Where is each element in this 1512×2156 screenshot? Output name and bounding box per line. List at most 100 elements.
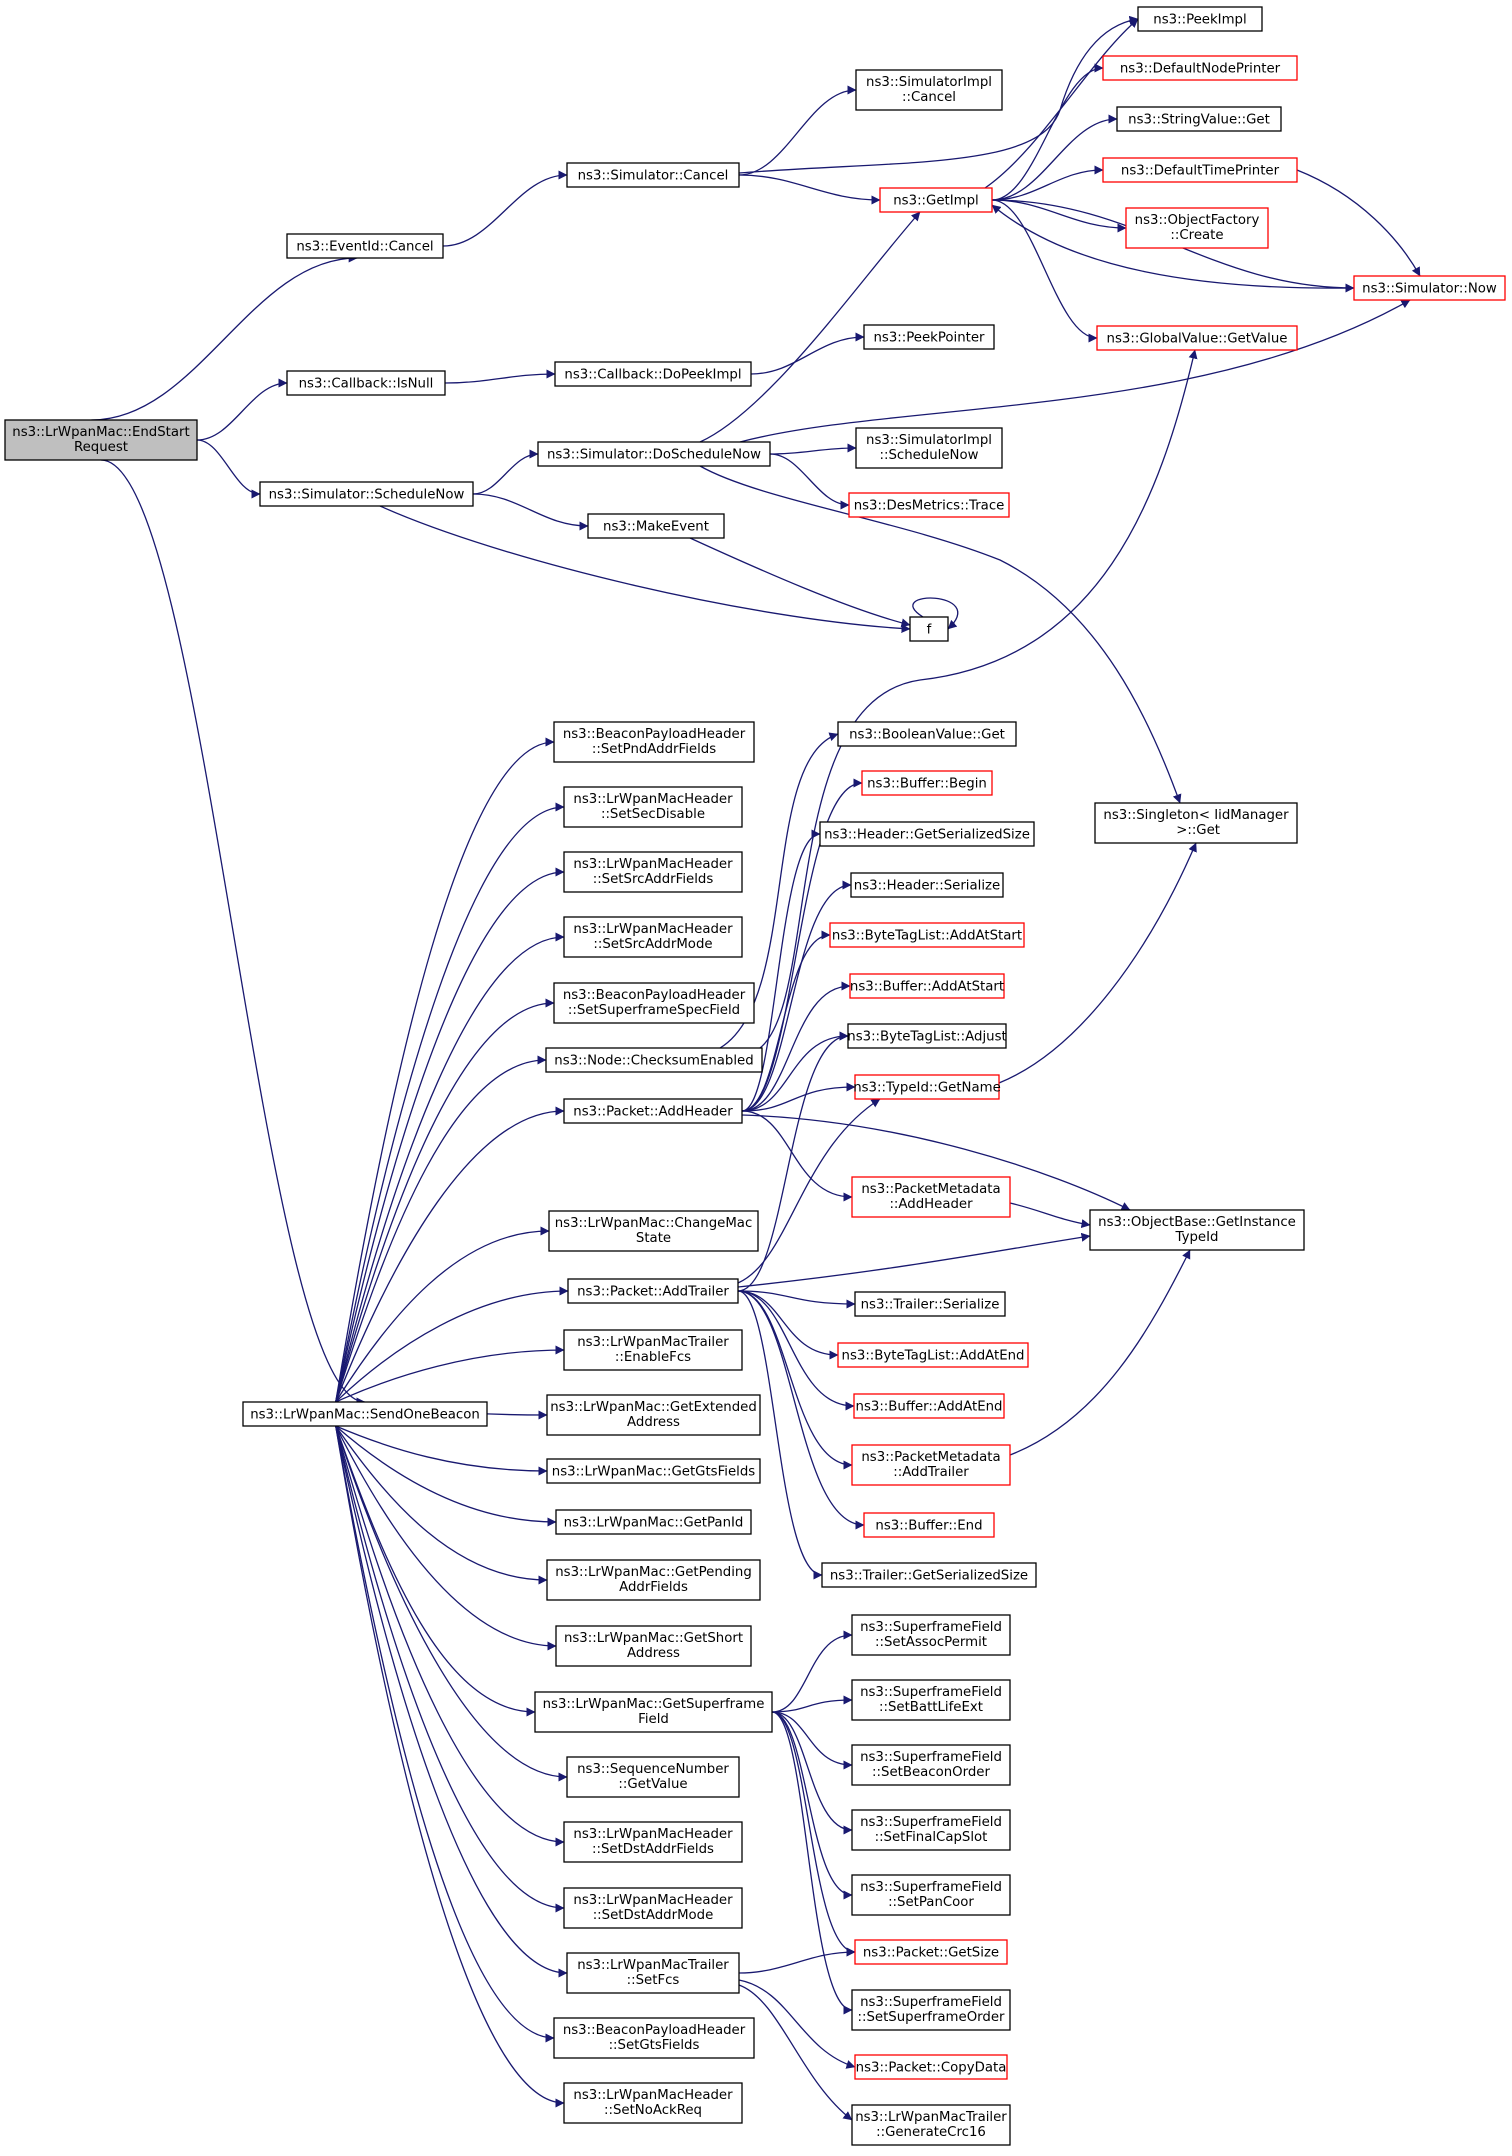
function-node-implcancel[interactable]: ns3::SimulatorImpl::Cancel <box>855 69 1003 111</box>
function-node-bufbegin[interactable]: ns3::Buffer::Begin <box>861 770 993 796</box>
function-node-bph_pnd[interactable]: ns3::BeaconPayloadHeader::SetPndAddrFiel… <box>553 721 755 763</box>
function-node-sf_finalcap[interactable]: ns3::SuperframeField::SetFinalCapSlot <box>851 1809 1011 1851</box>
function-node-bph_sfspec[interactable]: ns3::BeaconPayloadHeader::SetSuperframeS… <box>553 982 755 1024</box>
node-box <box>555 1509 752 1535</box>
function-node-sf_batt[interactable]: ns3::SuperframeField::SetBattLifeExt <box>851 1679 1011 1721</box>
node-box <box>851 1874 1011 1916</box>
node-label: ns3::DefaultNodePrinter <box>1120 62 1281 77</box>
function-node-cbdopeek[interactable]: ns3::Callback::DoPeekImpl <box>554 361 752 387</box>
function-node-hdrgetsize[interactable]: ns3::Header::GetSerializedSize <box>819 821 1035 847</box>
function-node-pktcopydata[interactable]: ns3::Packet::CopyData <box>854 2054 1008 2080</box>
function-node-nodechecksum[interactable]: ns3::Node::ChecksumEnabled <box>545 1047 763 1073</box>
node-box <box>546 1559 761 1601</box>
function-node-mh_secdis[interactable]: ns3::LrWpanMacHeader::SetSecDisable <box>563 786 743 828</box>
function-node-mt_setfcs[interactable]: ns3::LrWpanMacTrailer::SetFcs <box>566 1952 740 1994</box>
node-label: Field <box>638 1712 669 1727</box>
function-node-trgetsize[interactable]: ns3::Trailer::GetSerializedSize <box>821 1562 1037 1588</box>
function-node-sendonebeacon[interactable]: ns3::LrWpanMac::SendOneBeacon <box>242 1401 488 1427</box>
function-node-peekpointer[interactable]: ns3::PeekPointer <box>863 324 995 350</box>
node-label: ns3::LrWpanMac::ChangeMac <box>555 1216 753 1231</box>
function-node-bph_gts[interactable]: ns3::BeaconPayloadHeader::SetGtsFields <box>553 2017 755 2059</box>
function-node-enablefcs[interactable]: ns3::LrWpanMacTrailer::EnableFcs <box>563 1329 743 1371</box>
call-edge-getsuperframe-to-sf_batt <box>771 1695 853 1713</box>
function-node-btl_addstart[interactable]: ns3::ByteTagList::AddAtStart <box>829 922 1025 948</box>
function-node-pktgetsize[interactable]: ns3::Packet::GetSize <box>854 1939 1008 1965</box>
function-node-bufend[interactable]: ns3::Buffer::End <box>863 1512 995 1538</box>
node-label: ns3::SimulatorImpl <box>866 75 992 90</box>
function-node-mh_noack[interactable]: ns3::LrWpanMacHeader::SetNoAckReq <box>563 2082 743 2124</box>
function-node-stringvalueget[interactable]: ns3::StringValue::Get <box>1116 106 1282 132</box>
function-node-mh_dstaddrm[interactable]: ns3::LrWpanMacHeader::SetDstAddrMode <box>563 1887 743 1929</box>
node-label: ns3::Header::GetSerializedSize <box>824 828 1030 843</box>
node-box <box>546 1394 761 1436</box>
node-box <box>286 233 444 259</box>
node-label: ::SetFcs <box>627 1973 680 1988</box>
function-node-sf_pancoor[interactable]: ns3::SuperframeField::SetPanCoor <box>851 1874 1011 1916</box>
node-box <box>563 1098 743 1124</box>
function-node-getgts[interactable]: ns3::LrWpanMac::GetGtsFields <box>546 1458 761 1484</box>
call-edge-pktaddtrailer-to-btl_addend <box>737 1290 839 1360</box>
node-label: ns3::SuperframeField <box>860 1815 1002 1830</box>
function-node-f[interactable]: f <box>909 616 949 642</box>
function-node-hdrserialize[interactable]: ns3::Header::Serialize <box>850 872 1004 898</box>
function-node-pm_addheader[interactable]: ns3::PacketMetadata::AddHeader <box>851 1176 1011 1218</box>
function-node-makeevent[interactable]: ns3::MakeEvent <box>587 513 725 539</box>
function-node-sf_sforder[interactable]: ns3::SuperframeField::SetSuperframeOrder <box>851 1989 1011 2031</box>
function-node-implsched[interactable]: ns3::SimulatorImpl::ScheduleNow <box>855 427 1003 469</box>
function-node-pm_addtrailer[interactable]: ns3::PacketMetadata::AddTrailer <box>851 1444 1011 1486</box>
node-label: ::SetPndAddrFields <box>592 742 716 757</box>
node-label: ns3::Simulator::DoScheduleNow <box>547 448 761 463</box>
function-node-boolget[interactable]: ns3::BooleanValue::Get <box>837 721 1017 747</box>
function-node-pktaddtrailer[interactable]: ns3::Packet::AddTrailer <box>567 1278 739 1304</box>
function-node-sf_beacon[interactable]: ns3::SuperframeField::SetBeaconOrder <box>851 1744 1011 1786</box>
function-node-sf_assoc[interactable]: ns3::SuperframeField::SetAssocPermit <box>851 1614 1011 1656</box>
node-label: ::SetAssocPermit <box>875 1635 987 1650</box>
node-box <box>1094 802 1298 844</box>
function-node-globalvalue[interactable]: ns3::GlobalValue::GetValue <box>1096 325 1298 351</box>
function-node-typeidname[interactable]: ns3::TypeId::GetName <box>853 1074 1001 1100</box>
call-edge-pktaddheader-to-pm_addheader <box>741 1110 853 1202</box>
function-node-simdosched[interactable]: ns3::Simulator::DoScheduleNow <box>537 441 771 467</box>
function-node-simschednow[interactable]: ns3::Simulator::ScheduleNow <box>259 481 474 507</box>
function-node-simnow[interactable]: ns3::Simulator::Now <box>1353 275 1506 301</box>
function-node-desmetrics[interactable]: ns3::DesMetrics::Trace <box>848 492 1010 518</box>
node-box <box>821 1562 1037 1588</box>
function-node-btl_adjust[interactable]: ns3::ByteTagList::Adjust <box>847 1023 1007 1049</box>
function-node-objfactory[interactable]: ns3::ObjectFactory::Create <box>1125 207 1269 249</box>
function-node-eventcancel[interactable]: ns3::EventId::Cancel <box>286 233 444 259</box>
function-node-singleton[interactable]: ns3::Singleton< IidManager >::Get <box>1094 802 1298 844</box>
node-box <box>854 1074 1000 1100</box>
node-label: ns3::PeekImpl <box>1153 13 1246 28</box>
function-node-buf_addend[interactable]: ns3::Buffer::AddAtEnd <box>853 1393 1005 1419</box>
node-box <box>837 721 1017 747</box>
node-label: ns3::Simulator::Cancel <box>578 169 729 184</box>
node-label: ns3::LrWpanMacTrailer <box>577 1335 729 1350</box>
function-node-buf_addstart[interactable]: ns3::Buffer::AddAtStart <box>849 973 1005 999</box>
function-node-defnodeprinter[interactable]: ns3::DefaultNodePrinter <box>1102 55 1298 81</box>
call-edge-simdosched-to-implsched <box>769 443 857 455</box>
function-node-mh_srcaddrm[interactable]: ns3::LrWpanMacHeader::SetSrcAddrMode <box>563 916 743 958</box>
function-node-cbisnull[interactable]: ns3::Callback::IsNull <box>286 370 446 396</box>
function-node-btl_addend[interactable]: ns3::ByteTagList::AddAtEnd <box>837 1342 1029 1368</box>
function-node-pktaddheader[interactable]: ns3::Packet::AddHeader <box>563 1098 743 1124</box>
function-node-mh_srcaddrf[interactable]: ns3::LrWpanMacHeader::SetSrcAddrFields <box>563 851 743 893</box>
function-node-gencrc[interactable]: ns3::LrWpanMacTrailer::GenerateCrc16 <box>851 2104 1011 2146</box>
function-node-trserialize[interactable]: ns3::Trailer::Serialize <box>854 1291 1006 1317</box>
function-node-getimpl[interactable]: ns3::GetImpl <box>879 187 993 213</box>
node-box <box>553 982 755 1024</box>
function-node-getpanid[interactable]: ns3::LrWpanMac::GetPanId <box>555 1509 752 1535</box>
function-node-peekimpl[interactable]: ns3::PeekImpl <box>1137 6 1263 32</box>
function-node-mh_dstaddrf[interactable]: ns3::LrWpanMacHeader::SetDstAddrFields <box>563 1821 743 1863</box>
function-node-simcancel[interactable]: ns3::Simulator::Cancel <box>566 162 740 188</box>
function-node-deftimeprinter[interactable]: ns3::DefaultTimePrinter <box>1102 157 1298 183</box>
function-node-seqget[interactable]: ns3::SequenceNumber::GetValue <box>566 1756 740 1798</box>
node-label: ns3::LrWpanMacHeader <box>573 1827 733 1842</box>
call-edge-pktaddtrailer-to-bufend <box>737 1290 865 1530</box>
